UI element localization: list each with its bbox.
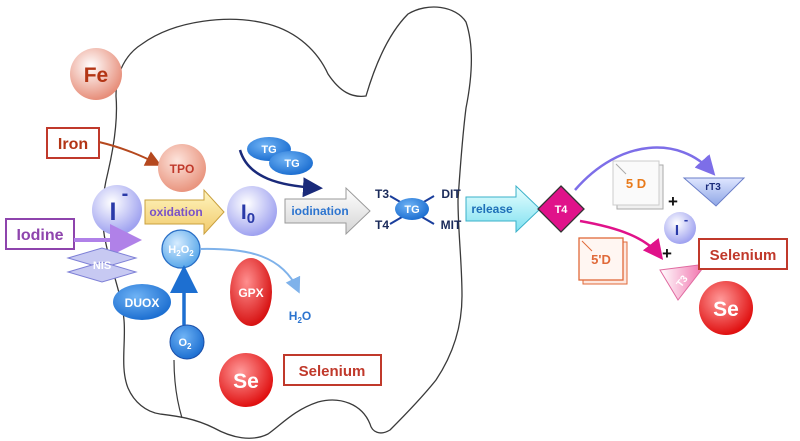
t4-to-t3-arrow	[579, 219, 664, 260]
h2o2-label: H2O2	[168, 244, 194, 258]
i0-circle	[227, 186, 277, 236]
rt3-label: rT3	[705, 182, 721, 193]
t3-triangle	[659, 263, 708, 301]
se-right-label: Se	[713, 298, 739, 321]
plus-2: +	[662, 244, 672, 263]
selenium-right-label: Selenium	[710, 247, 777, 264]
i-minus-right-label: I	[675, 222, 679, 239]
h2o2-to-h2o-arrow	[199, 247, 301, 294]
tg-center-label: TG	[404, 204, 419, 216]
thyroid-inner-line	[173, 359, 183, 419]
iodide-charge: -	[122, 183, 129, 205]
o2-circle	[169, 324, 205, 360]
release-label: release	[471, 202, 513, 216]
iron-to-tpo-arrow	[98, 141, 162, 166]
h2o-label: H2O	[289, 309, 311, 325]
se-right-circle	[699, 281, 753, 335]
oxidation-arrow	[144, 188, 225, 236]
tg-label-1: TG	[261, 144, 276, 156]
t3-label: T3	[375, 187, 389, 201]
mit-label: MIT	[441, 218, 462, 232]
tg-center-ellipse	[395, 198, 429, 220]
duox-ellipse	[113, 284, 171, 320]
o2-label: O2	[178, 337, 192, 351]
tg-to-iodination-arrow	[238, 149, 323, 198]
plus-1: +	[668, 192, 678, 211]
nis-diamond-bottom	[66, 261, 138, 283]
t4-to-rt3-arrow	[574, 146, 716, 191]
5d-label: 5 D	[626, 176, 646, 191]
nis-label: NIS	[93, 260, 111, 272]
oxidation-label: oxidation	[149, 205, 202, 219]
t4-label: T4	[375, 218, 389, 232]
5d-box-diag	[615, 163, 627, 175]
tg-center-line-mit	[421, 216, 435, 225]
iodide-circle	[92, 185, 142, 235]
5prime-d-label: 5'D	[591, 252, 611, 267]
selenium-bottom-box	[283, 354, 382, 386]
t4-diamond	[537, 185, 585, 233]
selenium-bottom-label: Selenium	[299, 363, 366, 380]
5prime-d-box-diag	[581, 240, 593, 252]
iodination-label: iodination	[291, 204, 348, 218]
fe-circle	[70, 48, 122, 100]
iodine-label: Iodine	[16, 227, 63, 244]
iodine-box	[5, 218, 75, 250]
tg-ellipse-2	[269, 151, 313, 175]
t4-diamond-label: T4	[555, 204, 569, 216]
i-minus-right-circle	[664, 212, 696, 244]
iodination-arrow	[284, 186, 371, 236]
fe-label: Fe	[84, 64, 109, 87]
se-bottom-label: Se	[233, 370, 259, 393]
duox-label: DUOX	[125, 296, 160, 310]
iron-label: Iron	[58, 136, 88, 153]
gpx-label: GPX	[238, 286, 263, 300]
dit-label: DIT	[441, 187, 461, 201]
i0-label: I0	[241, 201, 255, 227]
i-minus-right-charge: -	[684, 212, 688, 227]
gpx-ellipse	[230, 258, 272, 326]
iodide-label: I	[110, 198, 117, 226]
nis-diamond-top	[66, 247, 138, 269]
tpo-circle	[158, 144, 206, 192]
release-arrow	[465, 184, 541, 234]
rt3-triangle	[682, 177, 746, 207]
se-bottom-circle	[219, 353, 273, 407]
tpo-label: TPO	[170, 162, 195, 176]
selenium-right-box	[698, 238, 788, 270]
tg-center-line-t4	[389, 216, 403, 225]
tg-label-2: TG	[284, 158, 299, 170]
